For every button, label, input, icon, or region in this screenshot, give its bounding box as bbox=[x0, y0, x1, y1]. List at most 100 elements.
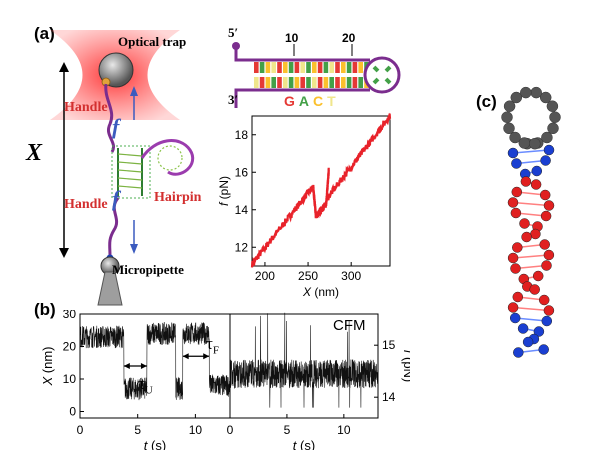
loop-bead bbox=[503, 122, 515, 135]
trace-right-frame bbox=[229, 313, 379, 419]
stem-bead bbox=[539, 189, 551, 201]
stem-bead bbox=[543, 249, 555, 261]
base-rect-upper bbox=[341, 62, 346, 73]
base-rect-lower bbox=[294, 77, 300, 88]
stem-bead bbox=[517, 323, 529, 334]
base-rect-lower bbox=[300, 77, 305, 88]
stem-bead bbox=[543, 200, 555, 211]
upper-strand-bases bbox=[254, 62, 369, 73]
fx-x-tick-label: 300 bbox=[341, 269, 361, 283]
handle-top-label: Handle bbox=[64, 100, 108, 115]
trace-left-y-tick-label: 10 bbox=[63, 372, 77, 386]
stem-bead bbox=[530, 179, 542, 190]
base-rect-lower bbox=[254, 77, 259, 88]
loop-bead bbox=[509, 131, 521, 144]
trace-right-y-tick-label: 15 bbox=[382, 338, 396, 352]
loop-bead bbox=[503, 100, 516, 112]
base-rect-upper bbox=[254, 62, 259, 73]
loop-bead bbox=[529, 137, 541, 150]
upper-handle-shape bbox=[104, 83, 115, 153]
base-rect-lower bbox=[306, 77, 311, 88]
base-rect-lower bbox=[288, 77, 294, 88]
trace-right-x-tick-label: 10 bbox=[337, 423, 351, 437]
base-rect-upper bbox=[271, 62, 276, 73]
force-symbol-bottom: f bbox=[112, 186, 120, 211]
panel-a-label: (a) bbox=[34, 24, 55, 43]
base-pair-bond bbox=[513, 254, 549, 259]
stem-bead bbox=[543, 144, 555, 156]
fx-y-axis-label: f (pN) bbox=[218, 176, 231, 206]
stem-bead bbox=[507, 197, 519, 208]
trace-right-y-tick-label: 14 bbox=[382, 390, 396, 404]
loop-bead bbox=[541, 131, 553, 144]
base-rect-lower bbox=[335, 77, 340, 88]
optical-trap-label: Optical trap bbox=[118, 34, 187, 49]
stem-bead bbox=[522, 336, 534, 348]
tau-f-arrow-head-left bbox=[182, 353, 189, 360]
fx-y-tick-label: 14 bbox=[235, 203, 249, 217]
trace-left-x-tick-label: 0 bbox=[77, 423, 84, 437]
fx-data-segment bbox=[326, 112, 392, 201]
stem-bead bbox=[539, 239, 550, 250]
trace-left-y-axis-label: X (nm) bbox=[40, 346, 55, 386]
base-rect-upper bbox=[294, 62, 300, 73]
lower-handle-shape bbox=[108, 197, 120, 257]
tau-f-arrow-head-right bbox=[203, 353, 210, 360]
lower-strand-bases bbox=[254, 77, 369, 88]
stem-bead bbox=[529, 284, 540, 295]
base-rect-upper bbox=[335, 62, 340, 73]
fx-y-tick-label: 16 bbox=[235, 165, 249, 179]
hairpin-sequence-diagram bbox=[232, 42, 401, 108]
base-rect-upper bbox=[265, 62, 271, 73]
base-rect-upper bbox=[288, 62, 294, 73]
loop-bead bbox=[518, 137, 531, 149]
tau-u-arrow-head-right bbox=[140, 363, 147, 369]
base-rect-upper bbox=[306, 62, 311, 73]
stem-bead bbox=[531, 165, 543, 177]
micropipette-shape bbox=[97, 271, 123, 306]
stem-bead bbox=[530, 228, 541, 240]
loop-bead bbox=[530, 86, 542, 99]
stem-bead bbox=[540, 155, 551, 166]
loop-bead bbox=[549, 111, 561, 123]
base-pair-bond bbox=[513, 306, 549, 312]
loop-bead bbox=[510, 91, 523, 104]
coarse-grained-hairpin-model bbox=[501, 86, 561, 358]
stem-bead bbox=[507, 147, 519, 159]
tau-u-label: τU bbox=[138, 374, 153, 397]
stem-bead bbox=[543, 305, 555, 316]
tau-u-arrow-head-left bbox=[123, 363, 130, 369]
optical-tweezers-schematic bbox=[50, 30, 194, 306]
force-symbol-top: f bbox=[112, 114, 120, 139]
fx-data-segment bbox=[315, 199, 328, 219]
loop-bead bbox=[539, 91, 552, 104]
stem-bead bbox=[509, 312, 521, 324]
stem-bead bbox=[511, 186, 523, 198]
stem-bead bbox=[513, 347, 524, 358]
tau-f-label: τF bbox=[206, 334, 219, 357]
base-rect-upper bbox=[352, 62, 358, 73]
stem-bead bbox=[541, 260, 552, 271]
panel-c-label: (c) bbox=[476, 92, 497, 111]
loop-bead bbox=[501, 111, 513, 123]
trace-left-x-axis-label: t (s) bbox=[144, 438, 166, 450]
trace-right-x-axis-label: t (s) bbox=[293, 438, 315, 450]
base-rect-lower bbox=[283, 77, 288, 88]
base-rect-upper bbox=[358, 62, 363, 73]
stem-bead bbox=[510, 207, 522, 219]
base-legend: GACT bbox=[284, 93, 340, 109]
stem-bead bbox=[507, 252, 519, 264]
base-rect-upper bbox=[259, 62, 265, 73]
micropipette-label: Micropipette bbox=[112, 262, 184, 277]
fx-x-tick-label: 250 bbox=[298, 269, 318, 283]
fx-plot-frame bbox=[251, 115, 391, 267]
fx-data-segment bbox=[312, 184, 317, 219]
base-g: G bbox=[284, 93, 299, 109]
stem-bead bbox=[512, 242, 523, 253]
hairpin-label: Hairpin bbox=[154, 190, 202, 205]
seq-position-10: 10 bbox=[285, 31, 299, 45]
loop-bead bbox=[520, 86, 532, 99]
stem-bead bbox=[538, 344, 549, 355]
trace-right-y-axis-label: f (pN) bbox=[401, 350, 410, 383]
stem-bead bbox=[507, 302, 519, 313]
